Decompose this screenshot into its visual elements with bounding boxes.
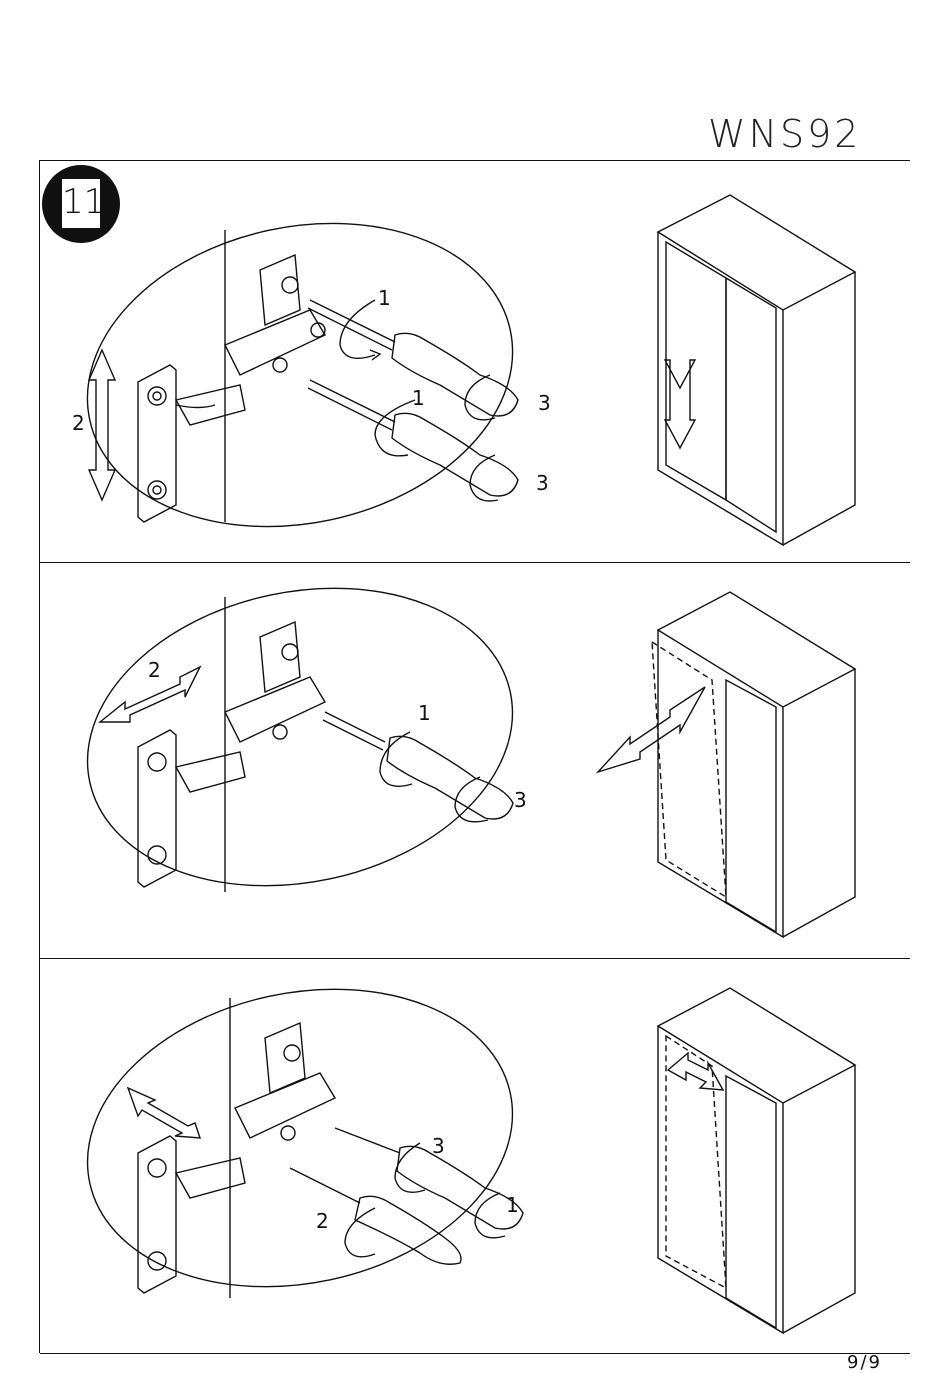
label-2: 2 — [72, 411, 85, 435]
panel-2-illustration: 2 1 3 — [40, 562, 910, 958]
label-3: 3 — [514, 788, 527, 812]
label-1a: 1 — [378, 286, 391, 310]
rotation-arrow-4 — [470, 455, 498, 501]
rotation-arrow-2 — [375, 400, 415, 456]
panel-1-illustration: 1 1 2 3 3 — [40, 160, 910, 560]
vertical-adjust-arrow — [89, 350, 115, 500]
diagonal-adjust-arrow-3 — [128, 1088, 200, 1138]
label-3a: 3 — [538, 391, 551, 415]
label-1: 1 — [506, 1193, 519, 1217]
screwdriver-upper-3 — [335, 1128, 523, 1229]
hinge-arm — [176, 255, 325, 425]
panel-3-illustration: 3 2 1 — [40, 958, 910, 1353]
label-2: 2 — [316, 1209, 329, 1233]
wardrobe-panel-3 — [658, 988, 855, 1333]
wardrobe-panel-1 — [658, 195, 855, 545]
wardrobe-panel-2 — [598, 592, 855, 937]
bottom-divider — [40, 1353, 910, 1354]
label-3: 3 — [432, 1134, 445, 1158]
label-2-arrow: 2 — [148, 658, 161, 682]
model-code: WNS92 — [708, 112, 861, 156]
label-1: 1 — [418, 701, 431, 725]
hinge-detail-ellipse — [59, 186, 541, 565]
label-3b: 3 — [536, 471, 549, 495]
rotation-arrow-3 — [465, 375, 495, 420]
hinge-plate — [138, 365, 215, 522]
label-1b: 1 — [412, 386, 425, 410]
screwdriver-middle — [323, 712, 513, 819]
